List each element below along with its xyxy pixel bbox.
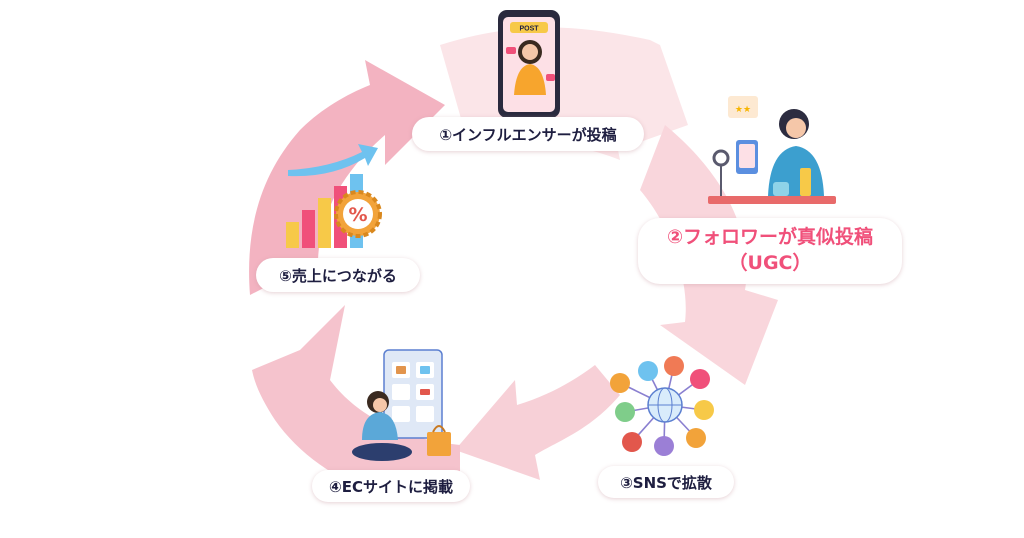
step-label-5: ⑤売上につながる (256, 258, 420, 292)
growth-arrow-icon (288, 144, 378, 177)
desk (708, 196, 836, 204)
shopping-bag-icon (427, 432, 451, 456)
user-avatar (654, 436, 674, 456)
step-label-4-text: ④ECサイトに掲載 (329, 477, 453, 496)
product-tile (392, 384, 410, 400)
discount-badge (343, 199, 373, 229)
influencer-phone-illustration: POST (498, 10, 560, 118)
shopping-bag-handle (432, 425, 446, 433)
like-badge (506, 47, 516, 54)
product-tile (392, 406, 410, 422)
user-avatar (686, 428, 706, 448)
step-label-2-text: ②フォロワーが真似投稿 (666, 226, 874, 249)
sales-growth-illustration: % (286, 144, 382, 248)
follower-face (786, 118, 806, 138)
sns-network-nodes (610, 356, 714, 456)
user-avatar (622, 432, 642, 452)
post-tag-text: POST (519, 26, 539, 33)
notification-badge (546, 74, 555, 81)
user-avatar (610, 373, 630, 393)
step-label-2: ②フォロワーが真似投稿 （UGC） (638, 218, 902, 284)
step-label-3: ③SNSで拡散 (598, 466, 734, 498)
shopper-face (373, 398, 387, 412)
shopper-legs (352, 443, 412, 461)
product-heel-thumb (420, 389, 430, 395)
post-tag (510, 22, 548, 33)
ring-segment-3 (455, 365, 620, 480)
product-tile (416, 406, 434, 422)
cosmetic-bottle (800, 168, 811, 196)
user-avatar (615, 402, 635, 422)
step-label-2-sublabel: （UGC） (728, 252, 812, 274)
user-avatar (690, 369, 710, 389)
discount-symbol: % (348, 204, 367, 226)
growth-bar (318, 198, 331, 248)
step-label-1: ①インフルエンサーが投稿 (412, 117, 644, 151)
ring-light (712, 149, 730, 167)
ec-site-illustration (352, 349, 451, 461)
user-avatar (638, 361, 658, 381)
review-card (728, 96, 758, 118)
growth-bar (286, 222, 299, 248)
follower-repost-illustration: ★★ (708, 96, 836, 204)
step-label-4: ④ECサイトに掲載 (312, 470, 470, 502)
step-label-3-text: ③SNSで拡散 (620, 473, 712, 492)
step-label-5-text: ⑤売上につながる (279, 266, 397, 285)
user-avatar (664, 356, 684, 376)
product-bag-thumb (396, 366, 406, 374)
influencer-body (514, 64, 546, 95)
phone-preview (739, 144, 755, 168)
review-stars: ★★ (735, 105, 751, 115)
growth-bar (302, 210, 315, 248)
user-avatar (694, 400, 714, 420)
cosmetic-jar (773, 182, 789, 196)
shopper-body (362, 412, 398, 440)
step-label-1-text: ①インフルエンサーが投稿 (439, 125, 617, 144)
product-shirt-thumb (420, 366, 430, 374)
influencer-face (522, 44, 538, 60)
